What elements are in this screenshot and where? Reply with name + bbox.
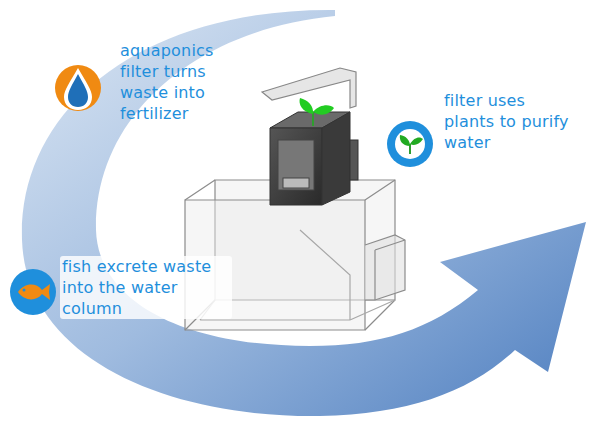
callout-text: filter uses plants to purify water (444, 90, 574, 153)
fish-icon (10, 269, 56, 315)
plant-icon (387, 121, 433, 167)
lamp (262, 68, 356, 108)
callout-text: fish excrete waste into the water column (60, 256, 232, 319)
aquaponics-filter (270, 112, 358, 205)
plant (300, 98, 334, 126)
callout-text: aquaponics filter turns waste into ferti… (120, 40, 248, 124)
water-drop-icon (55, 65, 101, 111)
cycle-arrow (22, 10, 586, 416)
